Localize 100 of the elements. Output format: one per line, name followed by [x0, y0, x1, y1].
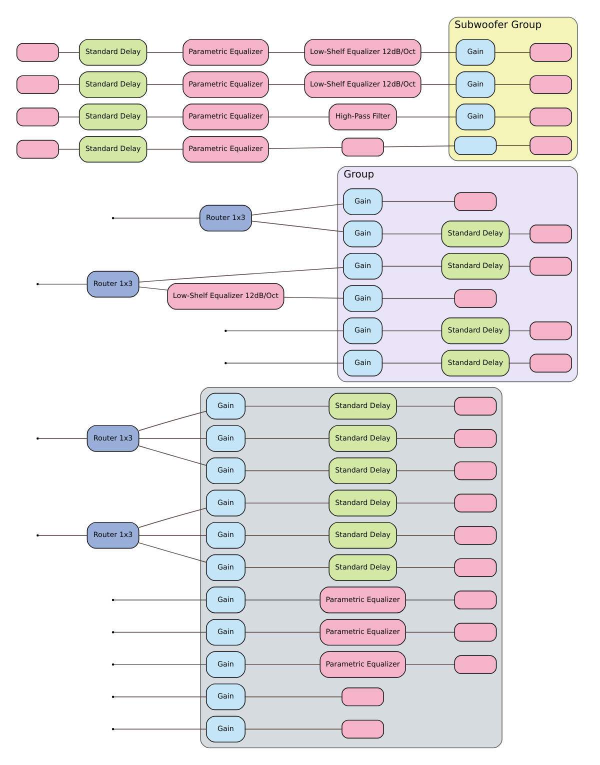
node-box — [530, 75, 572, 94]
connector — [38, 438, 88, 439]
node-box: Low-Shelf Equalizer 12dB/Oct — [304, 71, 422, 98]
connector — [405, 664, 455, 665]
connector — [58, 116, 80, 118]
node-box: Router 1x3 — [86, 522, 140, 549]
node-box — [342, 138, 384, 156]
node-box — [530, 43, 572, 62]
node-box: Gain — [206, 490, 246, 516]
node-box: Standard Delay — [78, 71, 148, 98]
connector — [226, 330, 344, 332]
connector — [284, 296, 344, 299]
node-box: Gain — [343, 285, 383, 312]
connector — [138, 286, 168, 290]
connector — [496, 145, 530, 146]
node-box: Router 1x3 — [86, 425, 140, 452]
connector — [251, 204, 344, 216]
connector — [38, 284, 88, 285]
node-box: Router 1x3 — [86, 270, 140, 298]
connector — [494, 84, 530, 86]
node-box — [454, 590, 497, 610]
connector — [58, 148, 80, 150]
node-box — [530, 354, 572, 372]
connector — [113, 664, 207, 665]
node-box: Gain — [343, 188, 383, 215]
node-box: Gain — [206, 522, 246, 549]
connector — [508, 362, 530, 364]
node-box: Parametric Equalizer — [182, 39, 269, 66]
node-box: Standard Delay — [441, 350, 510, 376]
connector — [113, 218, 200, 219]
node-box: Gain — [206, 554, 246, 581]
connector — [494, 52, 530, 53]
node-box: Standard Delay — [328, 425, 397, 452]
connector — [396, 535, 455, 536]
node-box: Standard Delay — [441, 220, 510, 248]
connector — [244, 728, 342, 730]
node-box — [342, 720, 384, 738]
node-box: Parametric Equalizer — [320, 651, 406, 678]
node-box: Gain — [206, 651, 246, 678]
connector — [508, 266, 530, 267]
node-box — [454, 461, 497, 480]
node-box: Gain — [456, 104, 496, 130]
connector — [138, 508, 206, 528]
node-box: Gain — [206, 458, 246, 484]
node-box: Gain — [343, 318, 383, 344]
connector — [494, 116, 530, 118]
connector — [138, 267, 344, 282]
connector — [396, 116, 456, 118]
connector — [251, 220, 344, 232]
connector — [396, 567, 455, 568]
node-box — [454, 192, 497, 211]
node-box: Gain — [343, 220, 383, 248]
connector — [420, 84, 456, 86]
node-box — [530, 322, 572, 340]
node-box: Standard Delay — [78, 39, 148, 66]
connector — [38, 535, 88, 536]
connector — [58, 52, 80, 53]
node-box: Low-Shelf Equalizer 12dB/Oct — [304, 39, 422, 66]
node-box — [530, 256, 572, 276]
node-box — [454, 429, 497, 448]
node-box — [454, 136, 497, 155]
node-box: Parametric Equalizer — [182, 104, 269, 130]
node-box: Parametric Equalizer — [182, 136, 269, 163]
node-box: Standard Delay — [441, 252, 510, 280]
node-box: Gain — [206, 684, 246, 710]
connector — [244, 567, 330, 568]
node-box — [454, 622, 497, 642]
node-box — [530, 136, 572, 155]
node-box: Standard Delay — [328, 392, 397, 420]
node-box — [454, 655, 497, 674]
node-box: Standard Delay — [328, 522, 397, 549]
node-box — [454, 526, 497, 545]
connector — [244, 632, 320, 633]
connector — [508, 330, 530, 332]
node-box — [16, 108, 59, 126]
node-box: Gain — [206, 392, 246, 420]
connector — [138, 438, 206, 439]
connector — [138, 542, 206, 563]
node-box — [16, 75, 59, 94]
connector — [146, 52, 184, 53]
node-box — [342, 688, 384, 706]
node-box — [530, 108, 572, 126]
connector — [244, 406, 330, 407]
node-box: Gain — [456, 71, 496, 98]
cluster — [200, 387, 502, 748]
connector — [113, 728, 207, 730]
connector — [244, 438, 330, 439]
connector — [268, 84, 305, 86]
connector — [396, 470, 455, 472]
node-box: Gain — [343, 252, 383, 280]
node-box — [454, 289, 497, 308]
connector — [396, 406, 455, 407]
connector — [58, 84, 80, 86]
connector — [268, 116, 330, 118]
node-box: Gain — [206, 618, 246, 646]
connector — [226, 362, 344, 364]
connector — [244, 696, 342, 698]
connector — [146, 148, 184, 150]
node-box: Standard Delay — [441, 318, 510, 344]
node-box: Standard Delay — [328, 490, 397, 516]
